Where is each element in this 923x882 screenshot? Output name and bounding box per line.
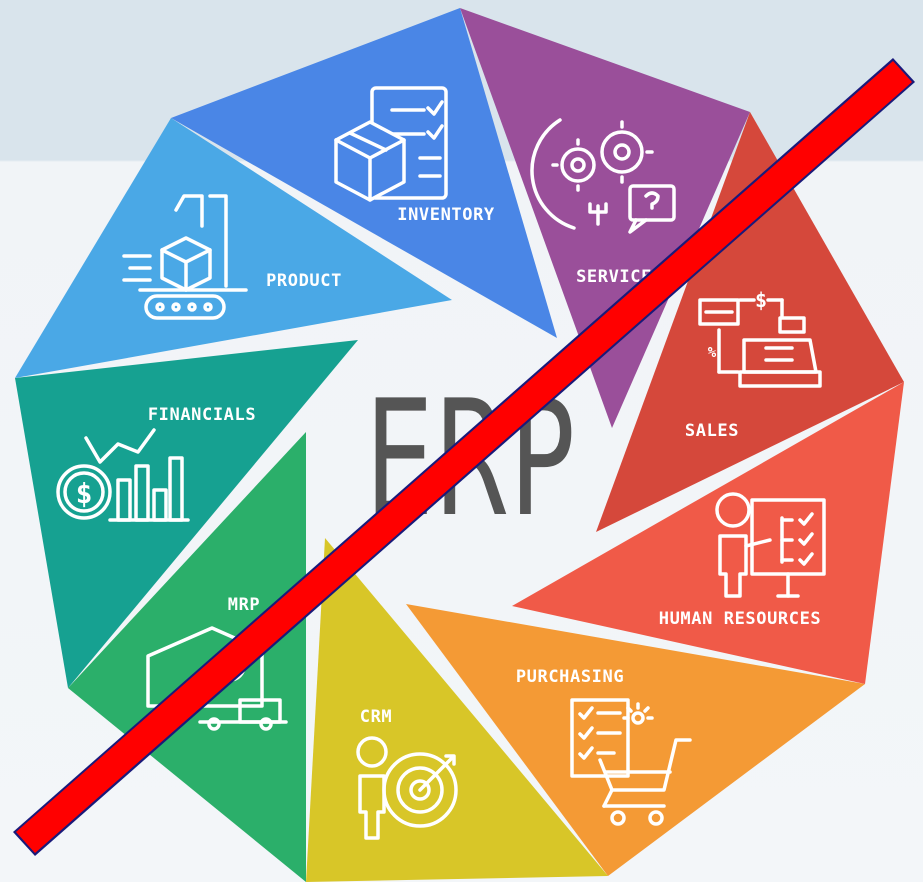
gears-wrench-chat-icon	[530, 118, 676, 234]
segment-purchasing: PURCHASING	[406, 604, 865, 876]
strike-fill	[16, 61, 912, 853]
segment-purchasing-label: PURCHASING	[516, 667, 624, 687]
segment-product: PRODUCT	[15, 118, 452, 378]
segment-product-label: PRODUCT	[266, 271, 342, 291]
segment-human-resources: HUMAN RESOURCES	[512, 382, 904, 684]
segment-mrp-label: MRP	[228, 595, 261, 615]
dollar-glyph: $	[76, 477, 93, 510]
cash-register-icon	[698, 298, 822, 388]
segment-mrp: MRP	[68, 432, 306, 882]
segment-financials-label: FINANCIALS	[148, 405, 256, 425]
segment-hr-label: HUMAN RESOURCES	[659, 609, 822, 629]
segment-service: SERVICE	[460, 8, 750, 428]
segment-sales-shape	[596, 112, 904, 532]
dollar-sign-glyph: $	[755, 288, 767, 312]
person-presentation-icon	[715, 492, 826, 598]
segment-financials-shape	[15, 340, 358, 688]
segment-product-shape	[15, 118, 452, 378]
segment-service-label: SERVICE	[576, 267, 652, 287]
segment-service-shape	[460, 8, 750, 428]
checklist-shopping-cart-icon	[570, 698, 692, 826]
segment-crm: CRM	[306, 538, 608, 882]
segment-inventory-label: INVENTORY	[397, 205, 495, 225]
segment-sales-label: SALES	[685, 421, 739, 441]
conveyor-box-icon	[122, 194, 248, 320]
percent-glyph: %	[708, 345, 717, 361]
segment-financials: $ FINANCIALS	[15, 340, 358, 688]
box-with-checklist-icon	[334, 86, 448, 202]
segment-crm-label: CRM	[360, 707, 393, 727]
segment-sales: $ % SALES	[596, 112, 904, 532]
segment-hr-shape	[512, 382, 904, 684]
dollar-bar-chart-icon	[56, 428, 190, 522]
segment-purchasing-shape	[406, 604, 865, 876]
segment-crm-shape	[306, 538, 608, 882]
person-target-icon	[356, 736, 458, 840]
strike-through-line	[13, 58, 915, 856]
segment-inventory: INVENTORY	[171, 8, 557, 338]
segment-mrp-shape	[68, 432, 306, 882]
